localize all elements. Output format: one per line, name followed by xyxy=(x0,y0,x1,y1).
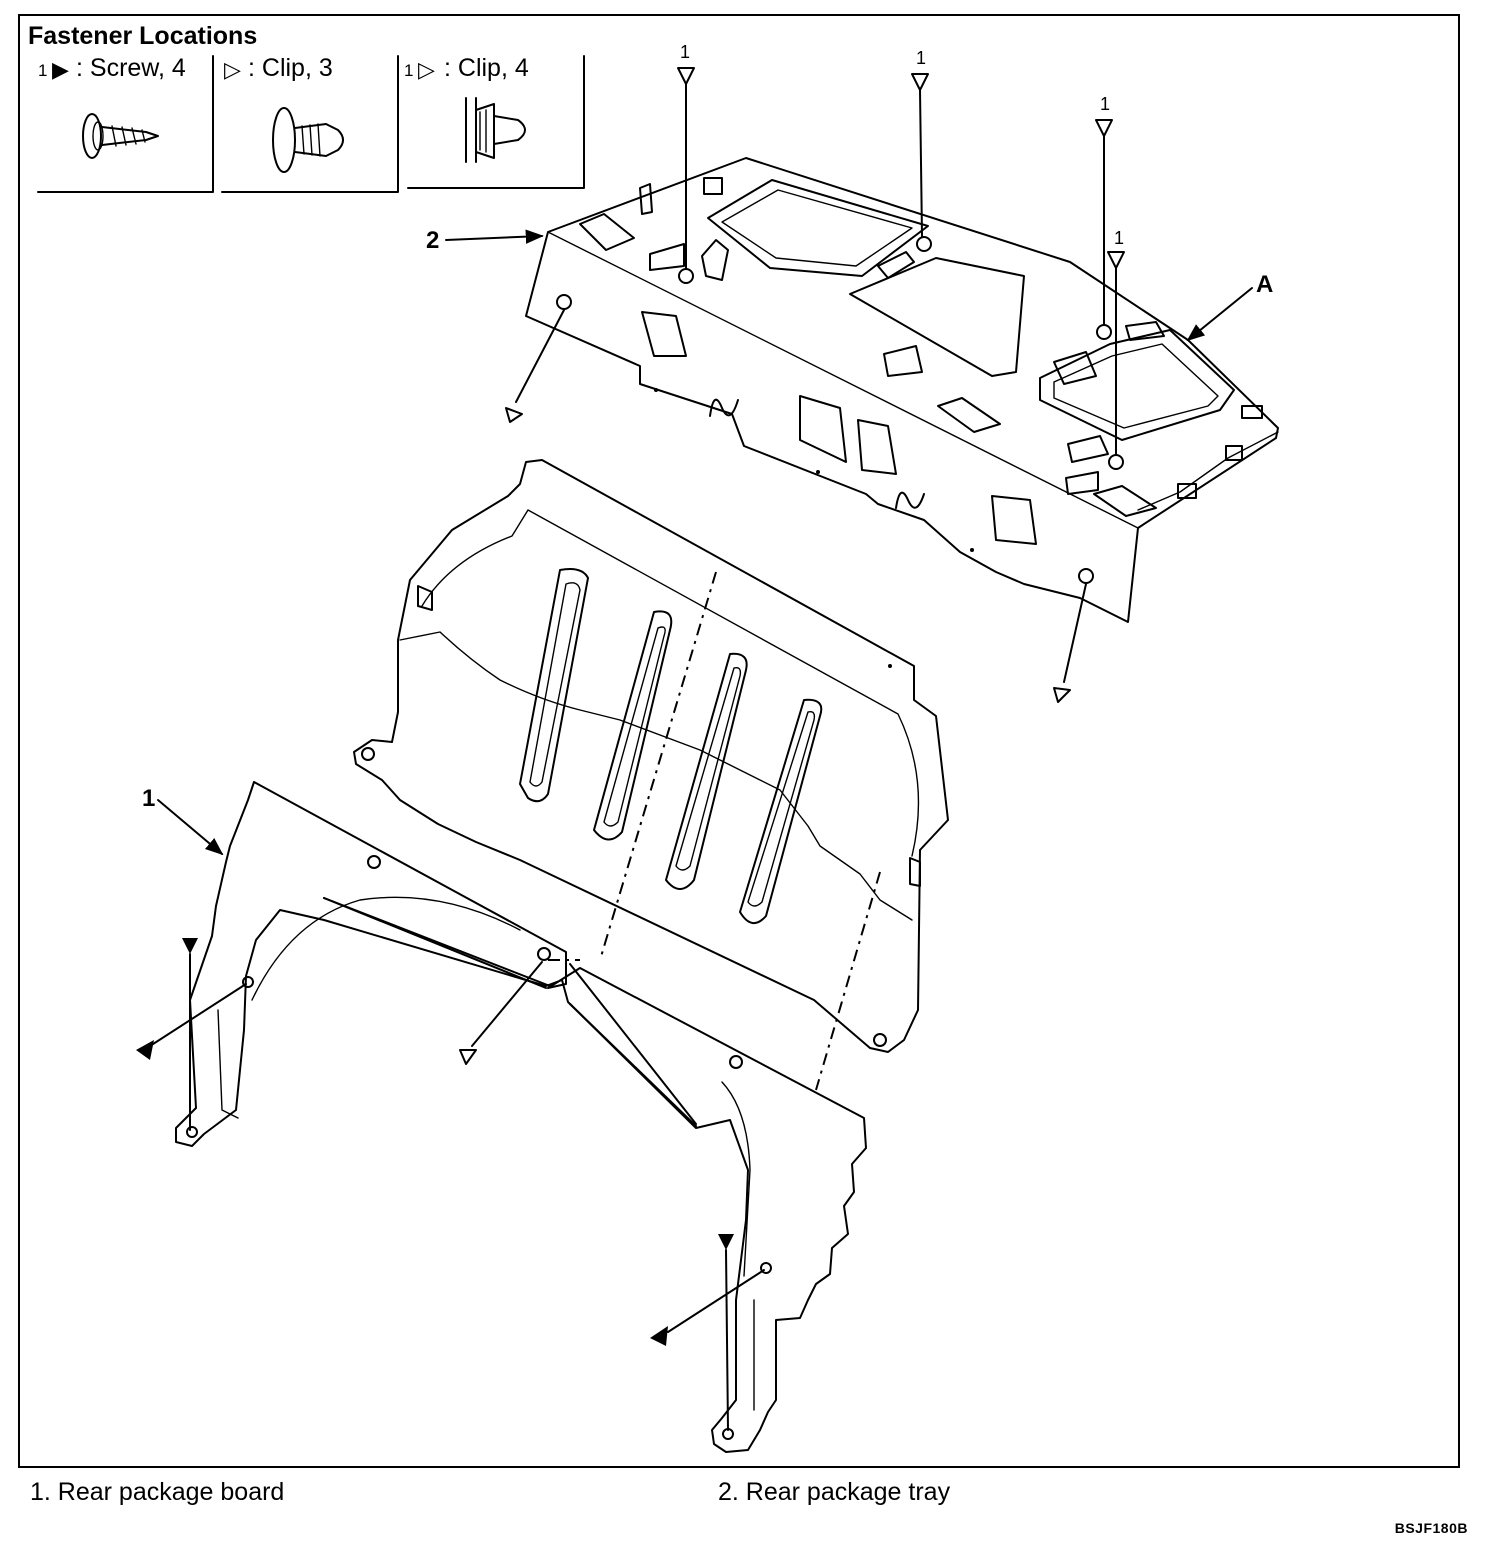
legend-screw-prefix: 1 xyxy=(38,61,47,80)
alignment-lines xyxy=(548,571,881,1091)
fastener-legend: Fastener Locations 1 ▶ : Screw, 4 ▷ : Cl… xyxy=(28,22,585,193)
diagram-frame xyxy=(18,14,1460,1468)
callout-part-2: 2 xyxy=(426,227,544,254)
clip-marker-4: 1 xyxy=(1107,228,1125,455)
tray-clip-markers: 1 1 1 1 xyxy=(505,42,1125,703)
screw-marker-1 xyxy=(182,938,198,1131)
svg-text:A: A xyxy=(1256,271,1273,298)
screw-symbol-icon: ▶ xyxy=(52,57,69,82)
figure-code: BSJF180B xyxy=(1394,1520,1468,1536)
legend-clip-label: : Clip, 3 xyxy=(248,54,333,82)
push-clip-icon xyxy=(465,97,526,163)
legend-clip-1-label: : Clip, 4 xyxy=(444,54,529,82)
svg-text:1: 1 xyxy=(142,785,155,812)
screw-marker-2 xyxy=(136,983,247,1060)
clip-marker-6 xyxy=(1053,583,1087,703)
screw-marker-4 xyxy=(650,1269,765,1346)
legend-clip-cell: ▷ : Clip, 3 xyxy=(221,54,399,193)
clip-marker-5 xyxy=(505,309,565,423)
callout-part-1: 1 xyxy=(142,785,224,856)
lower-trim-panel xyxy=(175,781,867,1453)
svg-text:1: 1 xyxy=(1114,228,1124,248)
svg-text:1: 1 xyxy=(1100,94,1110,114)
legend-clip-1-cell: 1 ▷ : Clip, 4 xyxy=(404,54,585,189)
svg-text:1: 1 xyxy=(680,42,690,62)
clip-1-symbol-icon: ▷ xyxy=(418,57,435,82)
board-clip-markers xyxy=(459,961,543,1065)
svg-text:1: 1 xyxy=(916,48,926,68)
caption-part-2: 2. Rear package tray xyxy=(718,1478,951,1506)
callout-detail-a: A xyxy=(1186,271,1273,342)
rear-package-board xyxy=(353,459,949,1053)
clip-icon xyxy=(272,107,344,173)
clip-marker-1: 1 xyxy=(677,42,695,269)
clip-marker-7 xyxy=(459,961,543,1065)
legend-title: Fastener Locations xyxy=(28,22,257,50)
legend-clip-1-prefix: 1 xyxy=(404,61,413,80)
legend-screw-label: : Screw, 4 xyxy=(76,54,186,82)
rear-package-tray xyxy=(525,157,1279,623)
screw-markers xyxy=(136,938,765,1431)
clip-marker-2: 1 xyxy=(911,48,929,237)
clip-symbol-icon: ▷ xyxy=(224,57,241,82)
screw-marker-3 xyxy=(718,1234,734,1431)
clip-marker-3: 1 xyxy=(1095,94,1113,325)
svg-text:2: 2 xyxy=(426,227,439,254)
screw-icon xyxy=(82,113,159,159)
legend-screw-cell: 1 ▶ : Screw, 4 xyxy=(37,54,214,193)
caption-part-1: 1. Rear package board xyxy=(30,1478,285,1506)
